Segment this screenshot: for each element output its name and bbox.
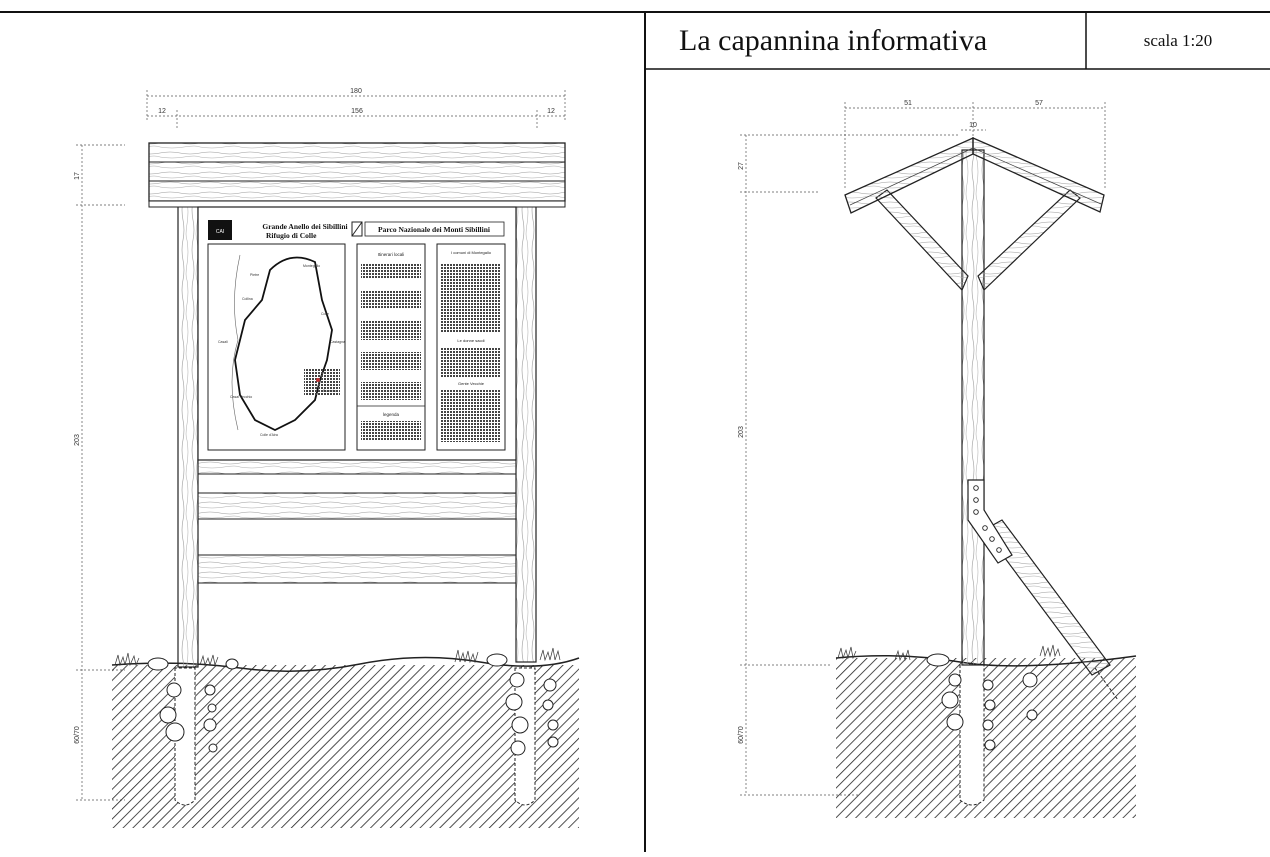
cai-logo-text: CAI xyxy=(216,229,224,235)
side-view: 51 57 10 27 203 60/70 xyxy=(738,100,1137,818)
column-2-mid: Le donne sacdi xyxy=(457,338,484,343)
park-name: Parco Nazionale dei Monti Sibillini xyxy=(378,225,490,234)
side-dim-foundation-depth: 60/70 xyxy=(738,726,745,744)
map-label-3: Collina xyxy=(242,297,253,301)
map-label-2: Pietre xyxy=(250,273,259,277)
column-2-low: Gente Vecchie xyxy=(458,381,485,386)
drawing-title: La capannina informativa xyxy=(679,23,988,57)
map-label-8: Casal Vecchio xyxy=(230,395,252,399)
route-loop xyxy=(234,256,333,432)
ground-line xyxy=(111,656,580,672)
map-marker-icon xyxy=(316,378,320,382)
route-title: Grande Anello dei Sibillini xyxy=(262,222,347,231)
left-roof-slope xyxy=(844,136,974,214)
dim-left-reach: 51 xyxy=(904,100,912,107)
grass xyxy=(114,647,561,667)
dim-post-height: 203 xyxy=(74,434,81,446)
side-top-dimensions xyxy=(844,102,1106,190)
side-stone xyxy=(926,653,950,667)
route-subtitle: Rifugio di Colle xyxy=(266,231,317,240)
left-post xyxy=(177,204,199,668)
side-foundation xyxy=(959,664,985,806)
dim-right-reach: 57 xyxy=(1035,100,1043,107)
column-2-heading: I comuni di Montegallo xyxy=(451,250,492,255)
dim-foundation-depth: 60/70 xyxy=(74,726,81,744)
dim-post-width: 10 xyxy=(969,122,977,129)
side-foundation-stones xyxy=(941,672,1038,751)
cai-logo xyxy=(208,220,232,240)
map-label-4: Colle xyxy=(321,312,329,316)
map-label-5: Castagna xyxy=(330,340,345,344)
dim-right-overhang: 12 xyxy=(547,108,555,115)
roof xyxy=(148,142,566,208)
right-roof-brace xyxy=(977,189,1081,292)
map-label-7: Casali xyxy=(218,340,228,344)
route-map xyxy=(207,243,346,451)
sheet-frame xyxy=(0,11,1270,852)
stones xyxy=(147,653,508,671)
right-roof-slope xyxy=(972,137,1105,213)
right-post xyxy=(515,204,537,663)
dim-roof-height: 17 xyxy=(74,172,81,180)
dim-left-overhang: 12 xyxy=(158,108,166,115)
info-panel: CAI Grande Anello dei Sibillini Rifugio … xyxy=(197,206,517,461)
side-grass xyxy=(837,644,1061,662)
dim-total-width: 180 xyxy=(350,88,362,95)
map-hatched-area xyxy=(304,368,340,396)
dim-inner-width: 156 xyxy=(351,108,363,115)
column-1-heading: Itinerari locali xyxy=(378,252,405,257)
side-post xyxy=(961,149,985,666)
front-view: 180 12 156 12 17 203 60/70 xyxy=(74,88,580,828)
support-strut xyxy=(983,519,1111,676)
left-roof-brace xyxy=(875,189,969,292)
side-dim-roof-height: 27 xyxy=(738,162,745,170)
foundation-stones xyxy=(159,672,559,756)
map-label-6: Buonvia xyxy=(323,389,336,393)
front-top-dimensions xyxy=(146,90,566,128)
map-label-1: Montegallo xyxy=(303,264,320,268)
side-dim-post-height: 203 xyxy=(738,426,745,438)
map-label-9: Colle d'Aira xyxy=(260,433,278,437)
column-1-footer: legenda xyxy=(383,412,400,417)
drawing-scale: scala 1:20 xyxy=(1143,30,1213,50)
metal-bracket xyxy=(967,479,1013,564)
side-ground-line xyxy=(835,655,1137,667)
lower-boards xyxy=(197,459,517,584)
bracket-bolts xyxy=(973,485,1002,553)
